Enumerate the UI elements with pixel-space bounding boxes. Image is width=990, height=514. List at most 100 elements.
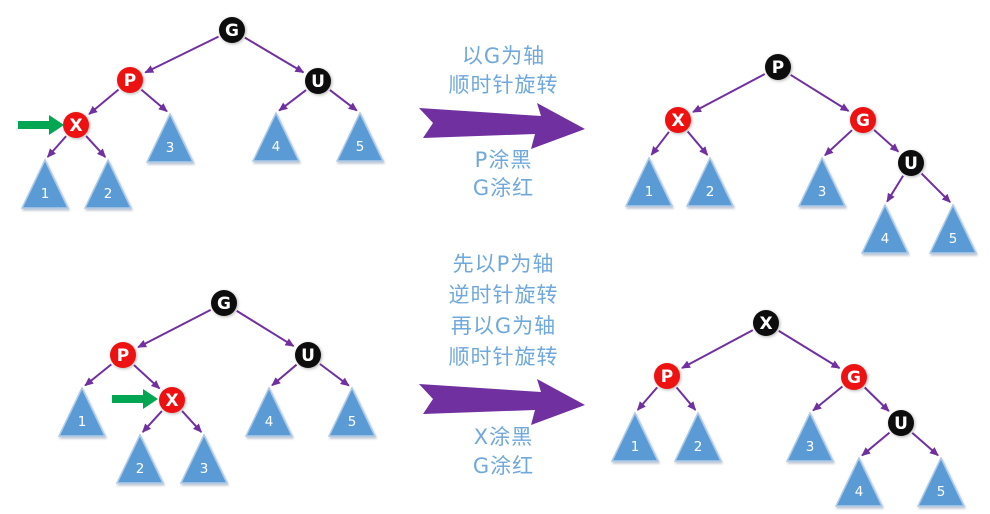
edge-P-to-t2 [675, 386, 697, 411]
edge-G-to-P [144, 35, 219, 74]
instruction-line: 以G为轴 [461, 44, 546, 68]
tree-node-letter-G: G [217, 294, 231, 314]
tree-node-P-red [654, 363, 680, 389]
subtree-triangle-1 [20, 158, 70, 209]
tree-node-X-red [665, 107, 691, 133]
edge-P-to-X [692, 73, 766, 113]
edge-X-to-t2 [141, 410, 163, 433]
edge-U-to-t4 [271, 363, 298, 387]
subtree-triangle-4 [860, 203, 910, 254]
edge-X-to-P [681, 329, 754, 369]
subtree-number-5: 5 [937, 484, 946, 500]
edge-U-to-t5 [319, 363, 350, 387]
tree-node-letter-G: G [856, 111, 870, 131]
recolor-instruction-bottom: X涂黑 G涂红 [411, 423, 596, 481]
subtree-number-1: 1 [41, 186, 50, 202]
instruction-line: X涂黑 [473, 425, 534, 449]
edge-G-to-U [244, 36, 305, 74]
subtree-triangle-3 [179, 433, 229, 484]
tree-node-G-black [219, 17, 245, 43]
edge-U-to-t5 [329, 89, 358, 112]
tree-node-letter-X: X [165, 391, 178, 411]
subtree-number-2: 2 [104, 186, 113, 202]
edge-G-to-U [873, 129, 900, 153]
tree-node-letter-P: P [661, 367, 673, 387]
subtree-triangle-3 [797, 156, 847, 207]
edge-G-to-t3 [824, 129, 853, 157]
subtree-triangle-5 [928, 203, 978, 254]
tree-node-letter-X: X [69, 116, 82, 136]
tree-node-letter-U: U [311, 72, 325, 92]
tree-node-U-black [305, 68, 331, 94]
tree-node-U-black [898, 150, 924, 176]
flow-arrow-top-icon [419, 103, 585, 149]
tree-node-letter-X: X [759, 314, 772, 334]
instruction-line: 逆时针旋转 [448, 283, 559, 307]
tree-node-letter-P: P [772, 58, 784, 78]
tree-node-X-red [159, 387, 185, 413]
edge-P-to-X [88, 88, 120, 115]
subtree-triangle-4 [244, 386, 294, 437]
subtree-number-4: 4 [855, 484, 864, 500]
subtree-triangle-2 [685, 156, 735, 207]
edge-X-to-t2 [85, 135, 107, 158]
tree-node-letter-U: U [894, 414, 908, 434]
tree-node-X-black [753, 310, 779, 336]
edge-G-to-P [137, 308, 212, 349]
edge-G-to-U [864, 386, 890, 412]
edge-U-to-t5 [911, 432, 939, 457]
edge-X-to-t2 [686, 130, 709, 156]
subtree-number-1: 1 [645, 184, 654, 200]
edge-X-to-G [778, 329, 841, 369]
edge-U-to-t4 [278, 89, 307, 112]
instruction-line: G涂红 [472, 454, 535, 478]
subtree-number-5: 5 [949, 231, 958, 247]
rotation-instruction-bottom: 先以P为轴 逆时针旋转 再以G为轴 顺时针旋转 [411, 249, 596, 373]
instruction-line: 顺时针旋转 [448, 73, 559, 97]
subtree-number-3: 3 [818, 184, 827, 200]
tree-node-letter-P: P [124, 71, 136, 91]
current-node-pointer-icon [112, 389, 158, 409]
instruction-line: 先以P为轴 [452, 252, 555, 276]
tree-node-letter-G: G [225, 21, 239, 41]
subtree-triangle-4 [251, 111, 301, 162]
tree-node-U-black [888, 410, 914, 436]
edge-X-to-t1 [46, 135, 67, 158]
edge-U-to-t5 [920, 172, 951, 203]
subtree-number-2: 2 [706, 184, 715, 200]
instruction-line: G涂红 [472, 176, 535, 200]
tree-node-P-black [765, 54, 791, 80]
tree-node-letter-X: X [671, 111, 684, 131]
subtree-triangle-2 [115, 433, 165, 484]
subtree-triangle-5 [327, 386, 377, 437]
subtree-number-3: 3 [200, 461, 209, 477]
edge-U-to-t4 [861, 431, 891, 457]
tree-node-letter-U: U [904, 154, 918, 174]
subtree-number-4: 4 [881, 231, 890, 247]
subtree-number-4: 4 [272, 139, 281, 155]
subtree-triangle-1 [624, 156, 674, 207]
flow-arrow-bottom-icon [419, 379, 585, 425]
tree-node-U-black [295, 342, 321, 368]
subtree-triangle-3 [785, 411, 835, 462]
subtree-triangle-2 [83, 158, 133, 209]
edge-X-to-t1 [650, 131, 670, 156]
subtree-number-2: 2 [694, 439, 703, 455]
subtree-number-1: 1 [78, 414, 87, 430]
rotation-instruction-top: 以G为轴 顺时针旋转 [411, 42, 596, 100]
tree-node-G-black [211, 290, 237, 316]
subtree-number-2: 2 [136, 461, 145, 477]
edge-G-to-U [236, 310, 295, 347]
recolor-instruction-top: P涂黑 G涂红 [411, 146, 596, 202]
instruction-line: P涂黑 [474, 148, 533, 172]
tree-node-G-red [850, 107, 876, 133]
tree-node-P-red [117, 67, 143, 93]
subtree-triangle-2 [673, 411, 723, 462]
subtree-triangle-4 [834, 456, 884, 507]
instruction-line: 再以G为轴 [450, 314, 557, 338]
